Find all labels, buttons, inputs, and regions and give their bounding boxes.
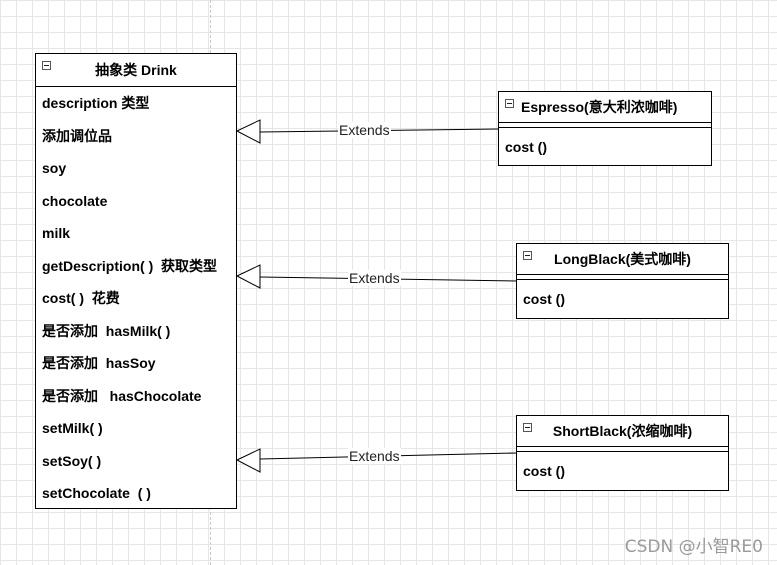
class-longblack-title: LongBlack(美式咖啡): [554, 251, 691, 267]
member-item[interactable]: 是否添加 hasMilk( ): [42, 322, 171, 339]
class-espresso-title: Espresso(意大利浓咖啡): [521, 99, 678, 115]
attribute-compartment: [517, 275, 728, 280]
class-shortblack[interactable]: ShortBlack(浓缩咖啡) cost (): [516, 415, 729, 491]
attribute-compartment: [499, 123, 711, 128]
member-item[interactable]: milk: [42, 225, 71, 241]
member-item[interactable]: 添加调位品: [42, 127, 112, 144]
attribute-compartment: [517, 447, 728, 452]
class-drink-header[interactable]: 抽象类 Drink: [36, 54, 236, 87]
collapse-icon[interactable]: [42, 61, 51, 70]
member-item[interactable]: 是否添加 hasChocolate: [42, 387, 202, 404]
edge-label-longblack: Extends: [348, 270, 401, 286]
member-item[interactable]: setSoy( ): [42, 452, 102, 469]
member-item[interactable]: 是否添加 hasSoy: [42, 355, 156, 371]
member-item[interactable]: setMilk( ): [42, 420, 103, 436]
inheritance-arrowhead: [235, 264, 261, 289]
watermark: CSDN @小智RE0: [624, 537, 763, 557]
method-cost[interactable]: cost (): [523, 463, 565, 479]
class-drink[interactable]: 抽象类 Drink description 类型 添加调位品 soy choco…: [35, 53, 237, 509]
collapse-icon[interactable]: [523, 251, 532, 260]
class-shortblack-title: ShortBlack(浓缩咖啡): [552, 423, 693, 439]
class-longblack[interactable]: LongBlack(美式咖啡) cost (): [516, 243, 729, 319]
member-item[interactable]: description 类型: [42, 95, 150, 111]
member-item[interactable]: getDescription( ) 获取类型: [42, 257, 218, 274]
inheritance-arrowhead: [235, 448, 261, 473]
class-drink-title: 抽象类 Drink: [95, 62, 177, 78]
edge-label-espresso: Extends: [338, 122, 391, 138]
edge-label-shortblack: Extends: [348, 448, 401, 464]
method-cost[interactable]: cost (): [505, 139, 547, 155]
class-longblack-header[interactable]: LongBlack(美式咖啡): [517, 244, 728, 275]
member-item[interactable]: cost( ) 花费: [42, 290, 120, 306]
member-item[interactable]: soy: [42, 160, 67, 176]
collapse-icon[interactable]: [505, 99, 514, 108]
collapse-icon[interactable]: [523, 423, 532, 432]
class-espresso-header[interactable]: Espresso(意大利浓咖啡): [499, 92, 711, 123]
member-item[interactable]: chocolate: [42, 192, 108, 209]
class-shortblack-header[interactable]: ShortBlack(浓缩咖啡): [517, 416, 728, 447]
class-drink-members: description 类型 添加调位品 soy chocolate milk …: [36, 87, 236, 510]
member-item[interactable]: setChocolate ( ): [42, 485, 151, 501]
method-cost[interactable]: cost (): [523, 291, 565, 307]
inheritance-arrowhead: [235, 119, 261, 144]
class-espresso[interactable]: Espresso(意大利浓咖啡) cost (): [498, 91, 712, 166]
